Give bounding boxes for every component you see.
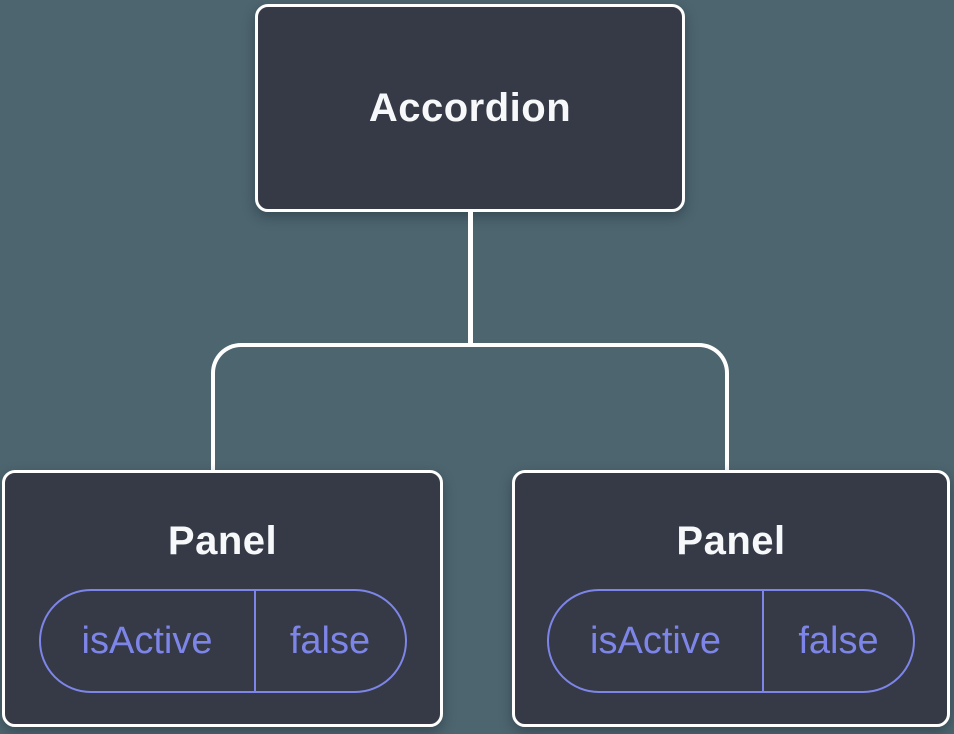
panel-title: Panel — [167, 519, 278, 563]
state-key: isActive — [549, 591, 764, 691]
state-value: false — [798, 619, 879, 662]
accordion-node-label: Accordion — [368, 85, 572, 130]
accordion-node: Accordion — [255, 4, 685, 212]
state-pill: isActive false — [38, 589, 407, 693]
state-key: isActive — [41, 591, 256, 691]
panel-node-right: Panel isActive false — [512, 470, 950, 727]
connector-stem — [468, 210, 473, 347]
panel-title: Panel — [676, 519, 786, 563]
connector-branch — [211, 343, 729, 470]
panel-node-left: Panel isActive false — [2, 470, 443, 727]
state-value: false — [289, 619, 371, 662]
state-pill: isActive false — [547, 589, 915, 693]
